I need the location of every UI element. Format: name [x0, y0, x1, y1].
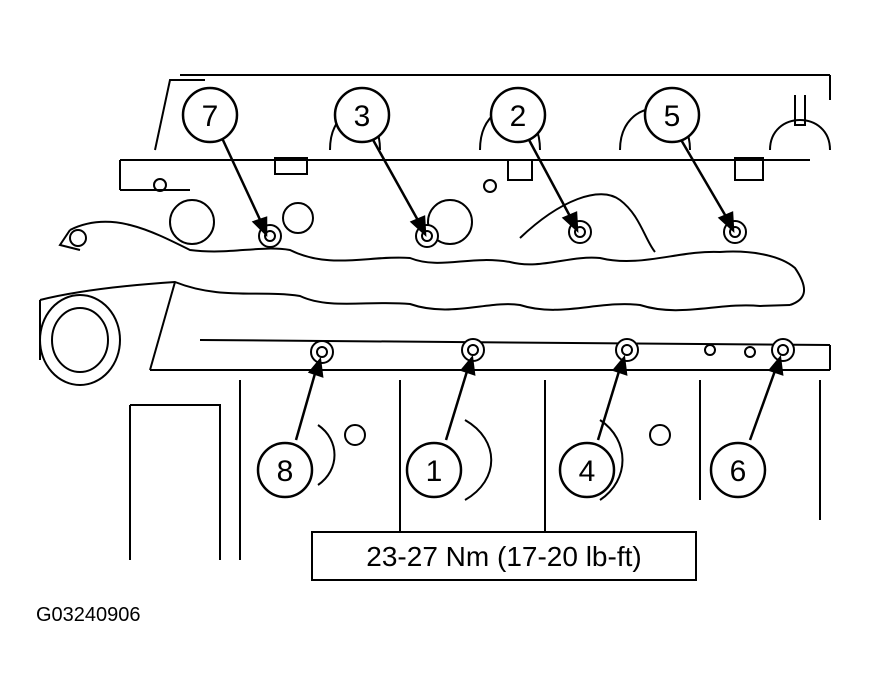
callout-number: 6	[730, 455, 747, 488]
callout-number: 2	[510, 100, 527, 133]
leader-arrows	[220, 137, 784, 441]
callout-number: 8	[277, 455, 294, 488]
callout-3: 3	[333, 86, 391, 144]
bolt-6	[771, 338, 795, 362]
callout-number: 4	[579, 455, 596, 488]
engine-block-drawing	[39, 74, 831, 560]
callout-4: 4	[558, 441, 616, 499]
figure-id: G03240906	[36, 604, 141, 626]
callouts: 7 3 2 5 8 1 4 6	[181, 86, 767, 499]
callout-number: 5	[664, 100, 681, 133]
torque-spec-label: 23-27 Nm (17-20 lb-ft)	[366, 541, 641, 572]
callout-8: 8	[256, 441, 314, 499]
callout-1: 1	[405, 441, 463, 499]
callout-number: 7	[202, 100, 219, 133]
callout-7: 7	[181, 86, 239, 144]
callout-number: 3	[354, 100, 371, 133]
bolt-4	[615, 338, 639, 362]
callout-6: 6	[709, 441, 767, 499]
callout-number: 1	[426, 455, 443, 488]
torque-spec-box: 23-27 Nm (17-20 lb-ft)	[311, 531, 697, 581]
callout-2: 2	[489, 86, 547, 144]
callout-5: 5	[643, 86, 701, 144]
bolt-8	[310, 340, 334, 364]
